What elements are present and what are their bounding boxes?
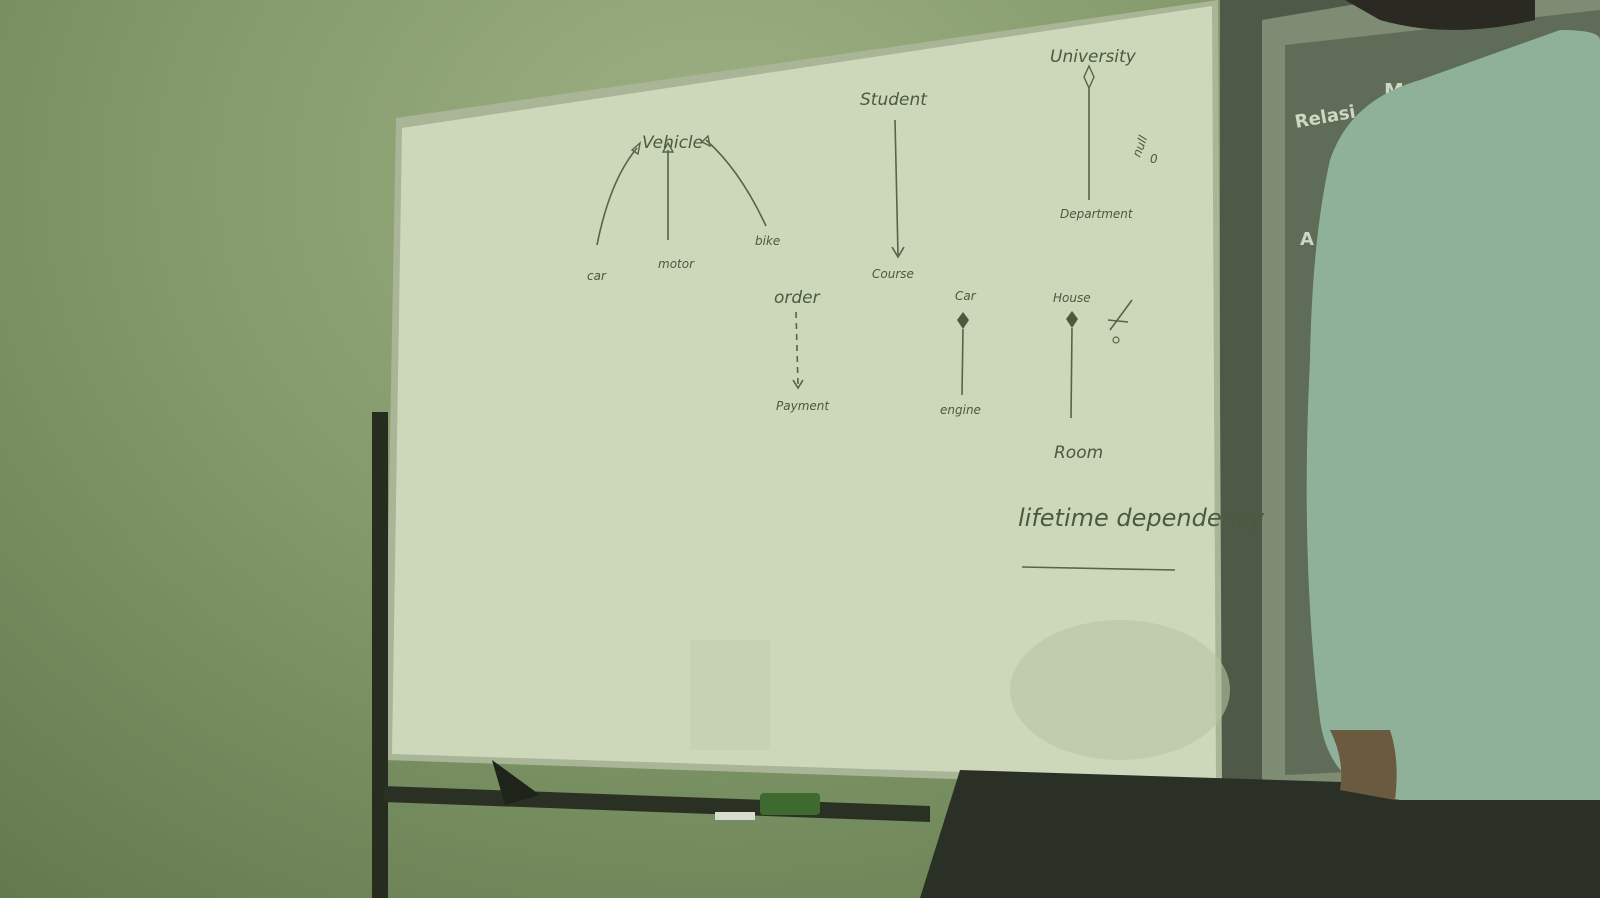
label-null-circle: 0 xyxy=(1150,152,1158,166)
label-room: Room xyxy=(1054,443,1103,463)
stand-pole-left xyxy=(372,412,388,898)
label-department: Department xyxy=(1060,207,1134,221)
label-motor: motor xyxy=(658,257,695,271)
label-engine: engine xyxy=(940,403,981,417)
arrow-bike-vehicle xyxy=(705,139,767,227)
label-car: car xyxy=(587,269,607,283)
whiteboard-surface xyxy=(392,6,1216,780)
composition-diamond-car xyxy=(957,312,969,329)
stand-tray xyxy=(384,786,930,822)
label-payment: Payment xyxy=(776,399,830,413)
composition-diamond-house xyxy=(1066,311,1078,328)
label-car-composition: Car xyxy=(955,289,977,303)
person-hand xyxy=(1330,730,1397,800)
arrow-student-course xyxy=(894,119,899,256)
line-car-engine xyxy=(961,328,964,396)
label-lifetime-dependency: lifetime dependency xyxy=(1018,504,1265,532)
desk xyxy=(920,770,1600,898)
board-reflection-2 xyxy=(690,640,770,750)
label-course: Course xyxy=(872,267,914,281)
underline-lifetime xyxy=(1021,566,1176,571)
label-bike: bike xyxy=(755,234,780,248)
marker xyxy=(715,812,755,820)
label-university: University xyxy=(1050,47,1137,67)
label-vehicle: Vehicle xyxy=(642,133,703,153)
label-house: House xyxy=(1053,291,1091,305)
dependency-order-payment xyxy=(795,311,799,386)
slide-text-a: A xyxy=(1300,229,1314,250)
board-reflection xyxy=(1010,620,1230,760)
label-student: Student xyxy=(860,90,928,110)
person-shirt xyxy=(1306,30,1600,800)
line-house-room xyxy=(1070,327,1073,419)
person-hair xyxy=(1345,0,1535,30)
eraser xyxy=(760,793,820,815)
label-order: order xyxy=(774,288,821,308)
stand-clip xyxy=(492,760,540,805)
scribble-null xyxy=(1107,299,1133,331)
arrow-car-vehicle xyxy=(596,147,638,246)
